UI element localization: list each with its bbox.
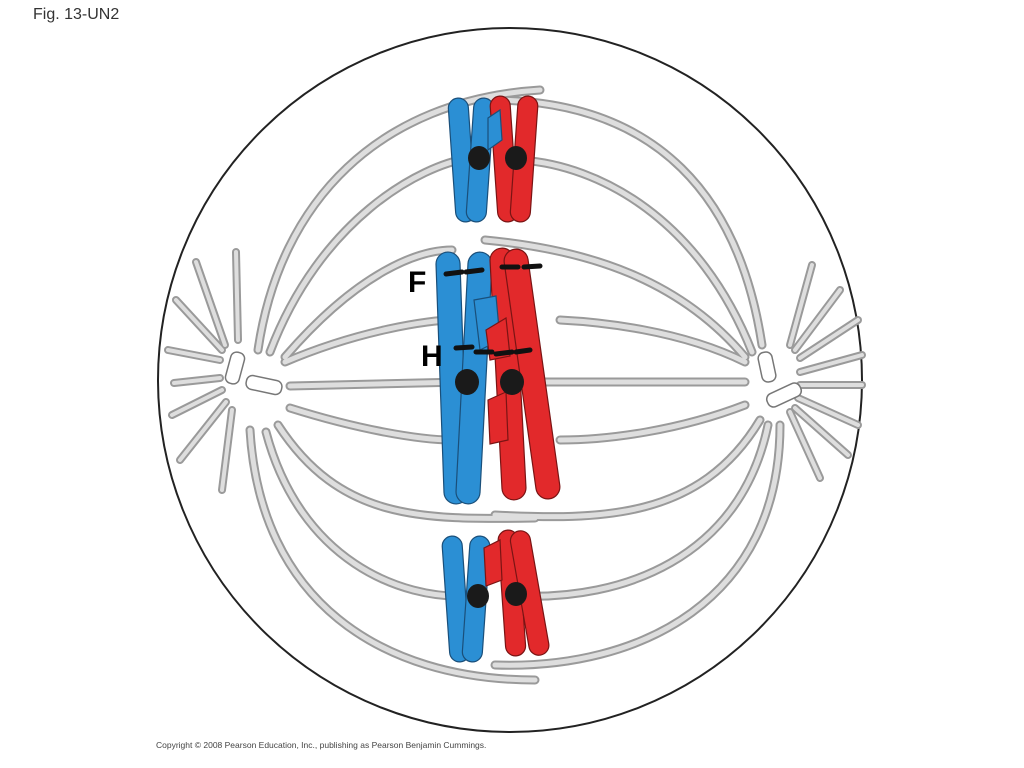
right-aster — [786, 261, 866, 482]
right-centrioles — [757, 351, 803, 408]
bottom-homologous-pair — [441, 529, 550, 663]
left-centrioles — [224, 351, 283, 396]
copyright-notice: Copyright © 2008 Pearson Education, Inc.… — [156, 740, 487, 750]
spindle-fibers — [245, 85, 785, 685]
label-h: H — [421, 340, 443, 373]
top-homologous-pair — [447, 95, 539, 223]
middle-homologous-pair — [435, 247, 561, 505]
left-aster — [164, 248, 242, 494]
label-f: F — [408, 266, 426, 299]
figure-label: Fig. 13-UN2 — [33, 6, 120, 23]
